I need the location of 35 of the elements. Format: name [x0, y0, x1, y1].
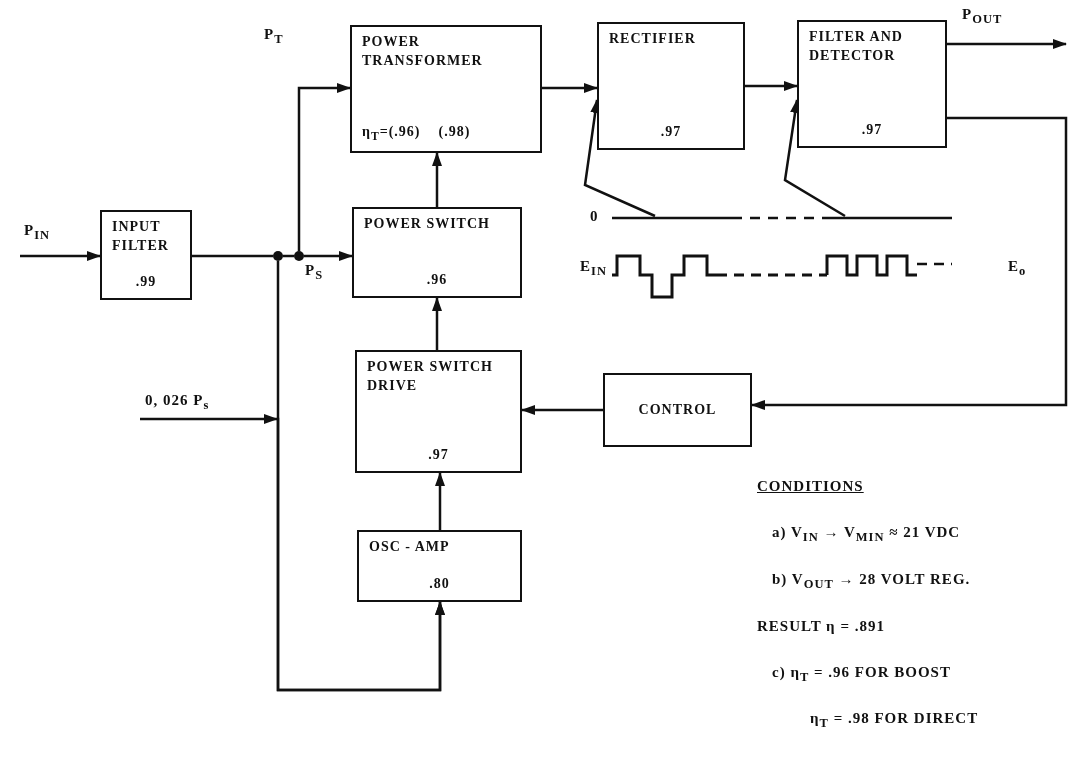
junction-dot [273, 251, 283, 261]
junction-dot [294, 251, 304, 261]
process-block [100, 210, 192, 300]
efficiency-value: .96 [425, 271, 449, 290]
condition-note: a) V$_{IN}$ → V$_{MIN}$ ≈ 21 VDC [772, 524, 961, 545]
process-block [603, 373, 752, 447]
efficiency-value: η$_{T}$=(.96) (.98) [362, 123, 472, 145]
condition-note: c) η$_{T}$ = .96 FOR BOOST [772, 664, 951, 685]
condition-note: b) V$_{OUT}$ → 28 VOLT REG. [772, 571, 971, 592]
signal-label: E$_{IN}$ [580, 258, 607, 279]
process-block [355, 350, 522, 473]
process-block [357, 530, 522, 602]
efficiency-value: .97 [427, 446, 450, 465]
block-title: OSC - AMP [369, 538, 451, 556]
process-block [797, 20, 947, 148]
efficiency-value: .99 [134, 273, 158, 292]
process-block [597, 22, 745, 150]
signal-label: 0 [590, 208, 599, 225]
block-title: POWER SWITCH DRIVE [367, 358, 494, 395]
efficiency-value: .80 [428, 575, 451, 594]
conditions-heading: CONDITIONS [757, 478, 864, 495]
block-title: INPUT FILTER [112, 218, 170, 255]
signal-label: E$_{o}$ [1008, 258, 1027, 279]
process-block [352, 207, 522, 298]
block-title: CONTROL [637, 400, 718, 419]
condition-note: η$_{T}$ = .98 FOR DIRECT [810, 710, 979, 731]
block-title: RECTIFIER [609, 30, 697, 48]
process-block [350, 25, 542, 153]
efficiency-value: .97 [860, 121, 884, 140]
block-title: FILTER AND DETECTOR [809, 28, 904, 65]
efficiency-value: .97 [659, 123, 683, 142]
pulse-waveform-drawing [612, 216, 952, 302]
condition-note: RESULT η = .891 [757, 618, 885, 635]
block-title: POWER TRANSFORMER [362, 33, 484, 70]
block-title: POWER SWITCH [364, 215, 491, 233]
